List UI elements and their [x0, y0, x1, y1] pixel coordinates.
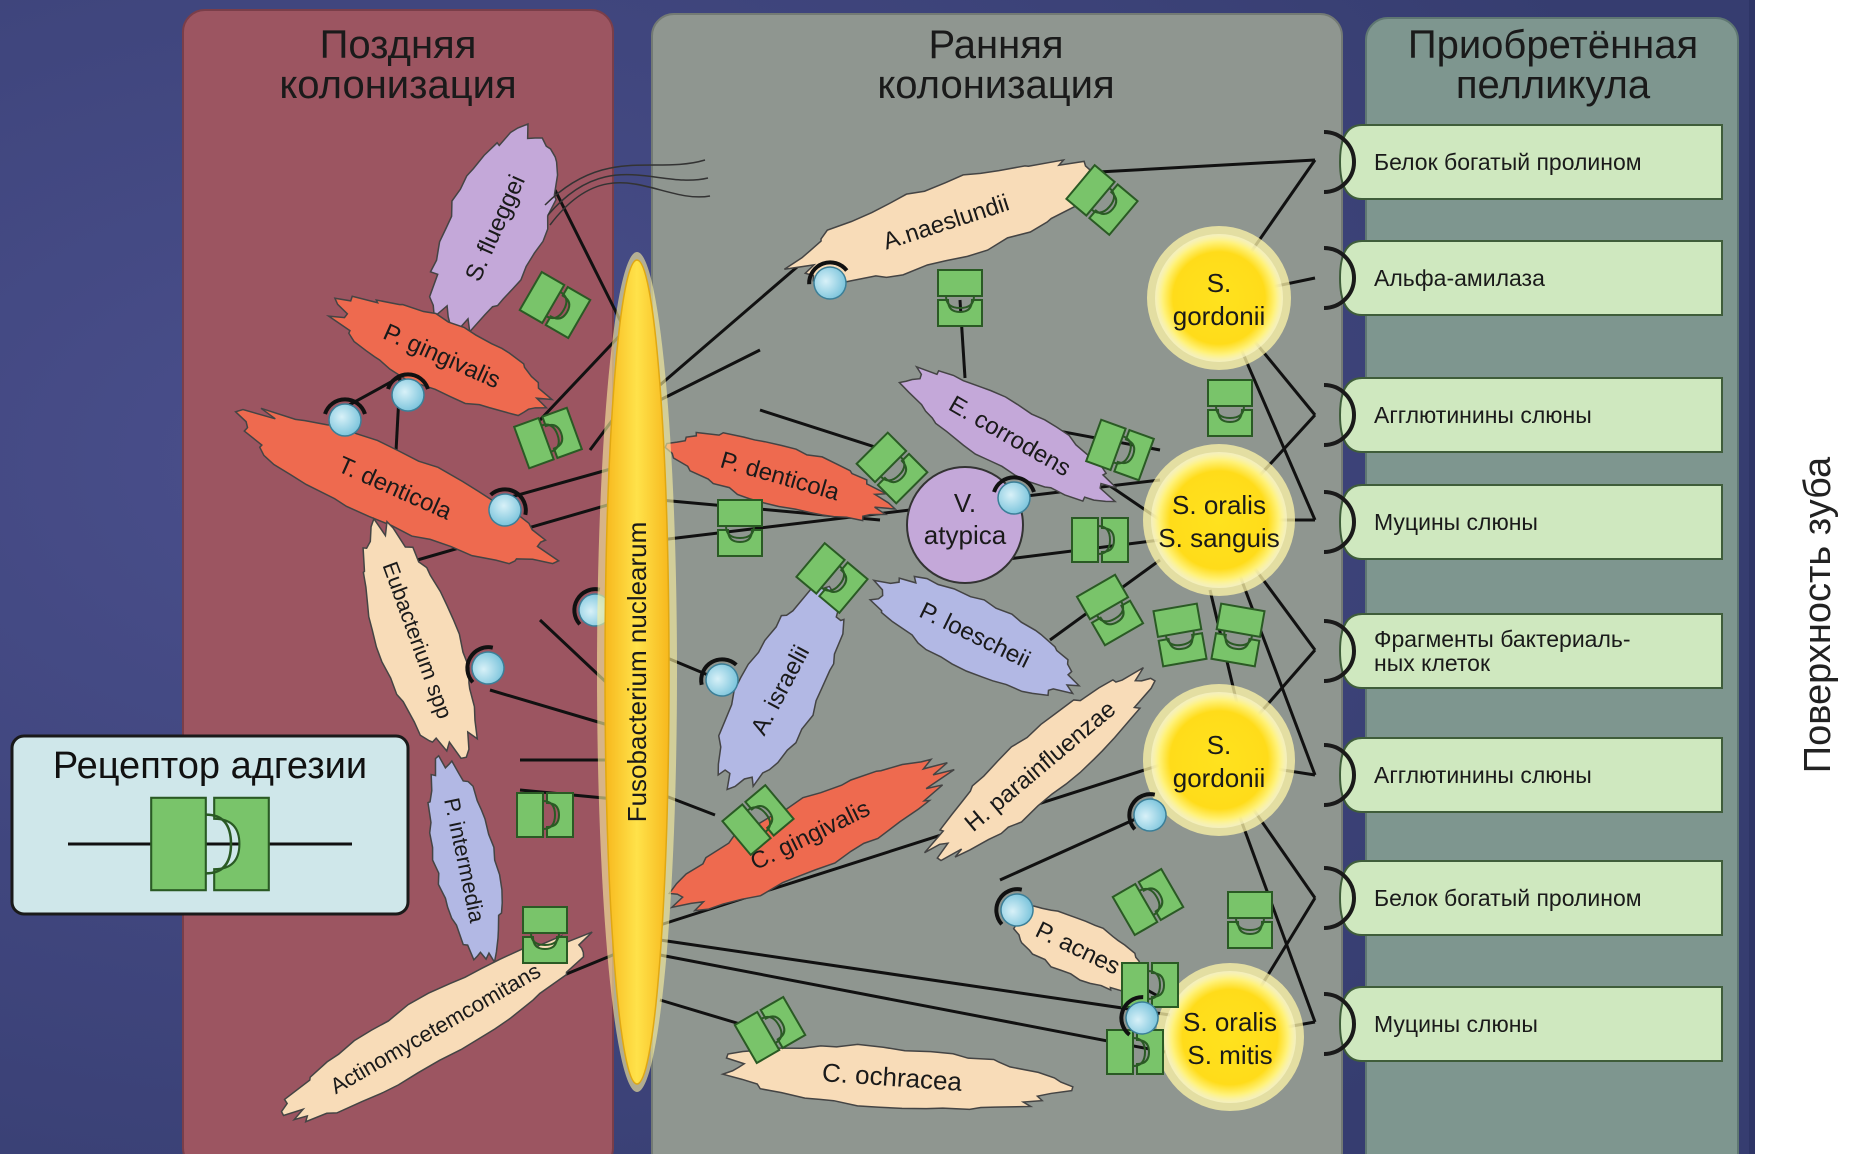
pellicle-item: Белок богатый пролином	[1324, 125, 1722, 199]
sphere-body	[1151, 692, 1287, 828]
pellicle-label: Муцины слюны	[1374, 509, 1538, 535]
pellicle-label: Агглютинины слюны	[1374, 402, 1592, 428]
pellicle-item: Муцины слюны	[1324, 987, 1722, 1061]
sphere-body	[1151, 452, 1287, 588]
sphere-body	[1155, 234, 1283, 362]
sphere-body	[1164, 971, 1296, 1103]
pellicle-item: Альфа-амилаза	[1324, 241, 1722, 315]
pellicle-label: Альфа-амилаза	[1374, 265, 1545, 291]
pellicle-label: Белок богатый пролином	[1374, 885, 1642, 911]
pellicle-item: Муцины слюны	[1324, 485, 1722, 559]
pellicle-label: Белок богатый пролином	[1374, 149, 1642, 175]
pellicle-label: Агглютинины слюны	[1374, 762, 1592, 788]
legend-title: Рецептор адгезии	[53, 745, 367, 787]
pellicle-item: Агглютинины слюны	[1324, 738, 1722, 812]
tooth-surface-label: Поверхность зуба	[1797, 456, 1839, 773]
pellicle-item: Фрагменты бактериаль-ных клеток	[1324, 614, 1722, 688]
fusobacterium: Fusobacterium nuclearum	[597, 252, 677, 1092]
legend: Рецептор адгезии	[12, 736, 408, 914]
pellicle-item: Агглютинины слюны	[1324, 378, 1722, 452]
pellicle-item: Белок богатый пролином	[1324, 861, 1722, 935]
fuso-label: Fusobacterium nuclearum	[622, 522, 652, 823]
pellicle-label: Муцины слюны	[1374, 1011, 1538, 1037]
early-colonizer: S.gordonii	[1147, 226, 1291, 370]
